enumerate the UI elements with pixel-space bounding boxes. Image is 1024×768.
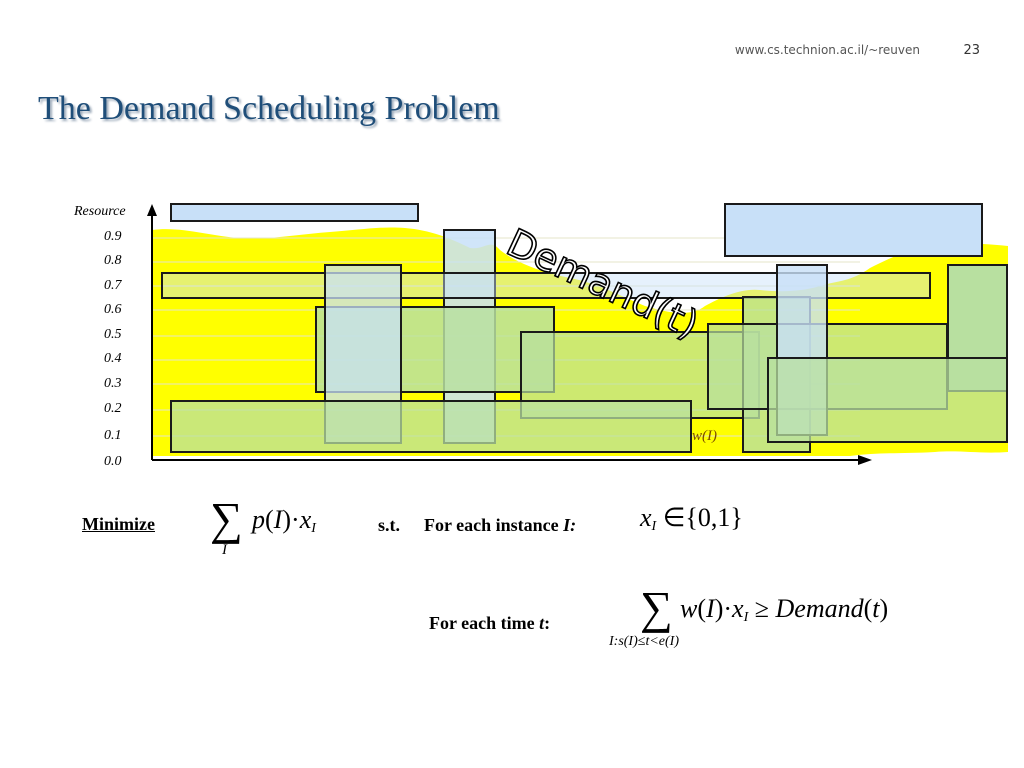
y-tick-label: 0.4 <box>104 351 122 366</box>
y-tick-label: 0.8 <box>104 253 122 268</box>
st-label: s.t. <box>378 515 400 535</box>
minimize-label: Minimize <box>82 514 155 534</box>
constraint-time-label: For each time t: <box>429 613 551 633</box>
y-tick-label: 0.0 <box>104 454 122 469</box>
interval-rect <box>767 357 1008 443</box>
sum-index: I:s(I)≤t<e(I) <box>609 634 679 649</box>
interval-rect <box>724 203 983 257</box>
y-tick-label: 0.7 <box>104 278 122 293</box>
binary-constraint: xI ∈{0,1} <box>640 503 743 534</box>
sum-symbol: ∑ <box>210 493 243 544</box>
page-number: 23 <box>963 43 980 58</box>
intervals <box>161 203 1008 453</box>
y-axis-label: Resource <box>74 204 126 219</box>
y-tick-label: 0.5 <box>104 327 122 342</box>
sum-symbol: ∑ <box>640 582 673 633</box>
width-label: w(I) <box>692 428 717 444</box>
y-tick-label: 0.9 <box>104 229 122 244</box>
slide-title: The Demand Scheduling Problem <box>38 90 500 127</box>
y-tick-label: 0.1 <box>104 428 122 443</box>
interval-rect <box>170 203 419 222</box>
y-tick-label: 0.3 <box>104 376 122 391</box>
demand-constraint: w(I)·xI ≥ Demand(t) <box>680 594 889 625</box>
course-url: www.cs.technion.ac.il/~reuven <box>734 43 920 57</box>
interval-rect <box>170 400 692 453</box>
constraint-instance-label: For each instance I: <box>424 515 577 535</box>
y-tick-label: 0.2 <box>104 401 122 416</box>
sum-index: I <box>222 542 227 558</box>
y-tick-label: 0.6 <box>104 302 122 317</box>
objective-expression: p(I)·xI <box>252 505 316 536</box>
axes <box>147 204 872 465</box>
